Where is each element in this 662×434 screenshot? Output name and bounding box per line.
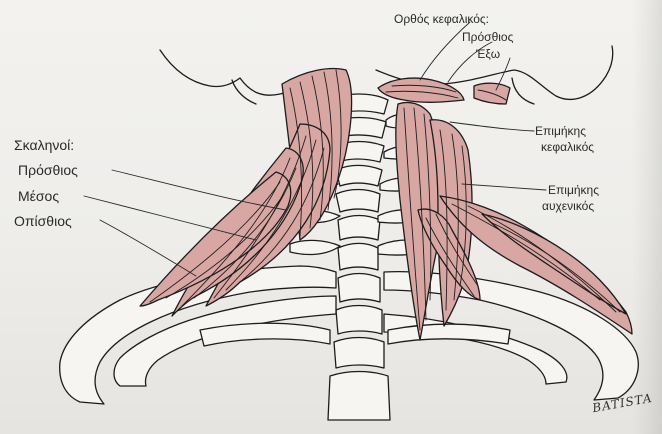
label-scalene-anterior: Πρόσθιος: [18, 162, 78, 178]
label-longus-capitis-line1: Επιμήκης: [535, 125, 586, 139]
label-scalenes-title: Σκαληνοί:: [14, 137, 74, 153]
label-longus-capitis-line2: κεφαλικός: [541, 141, 594, 155]
label-rectus-capitis: Ορθός κεφαλικός:: [394, 13, 489, 27]
label-scalene-posterior: Οπίσθιος: [14, 213, 72, 229]
label-rectus-anterior: Πρόσθιος: [462, 31, 513, 45]
label-longus-colli-line1: Επιμήκης: [548, 184, 599, 198]
label-longus-colli-line2: αυχενικός: [542, 200, 594, 214]
clavicle-left: [200, 323, 330, 346]
label-scalene-middle: Μέσος: [18, 188, 59, 204]
label-rectus-lateralis: Έξω: [476, 48, 500, 62]
clavicle-right: [388, 324, 510, 344]
